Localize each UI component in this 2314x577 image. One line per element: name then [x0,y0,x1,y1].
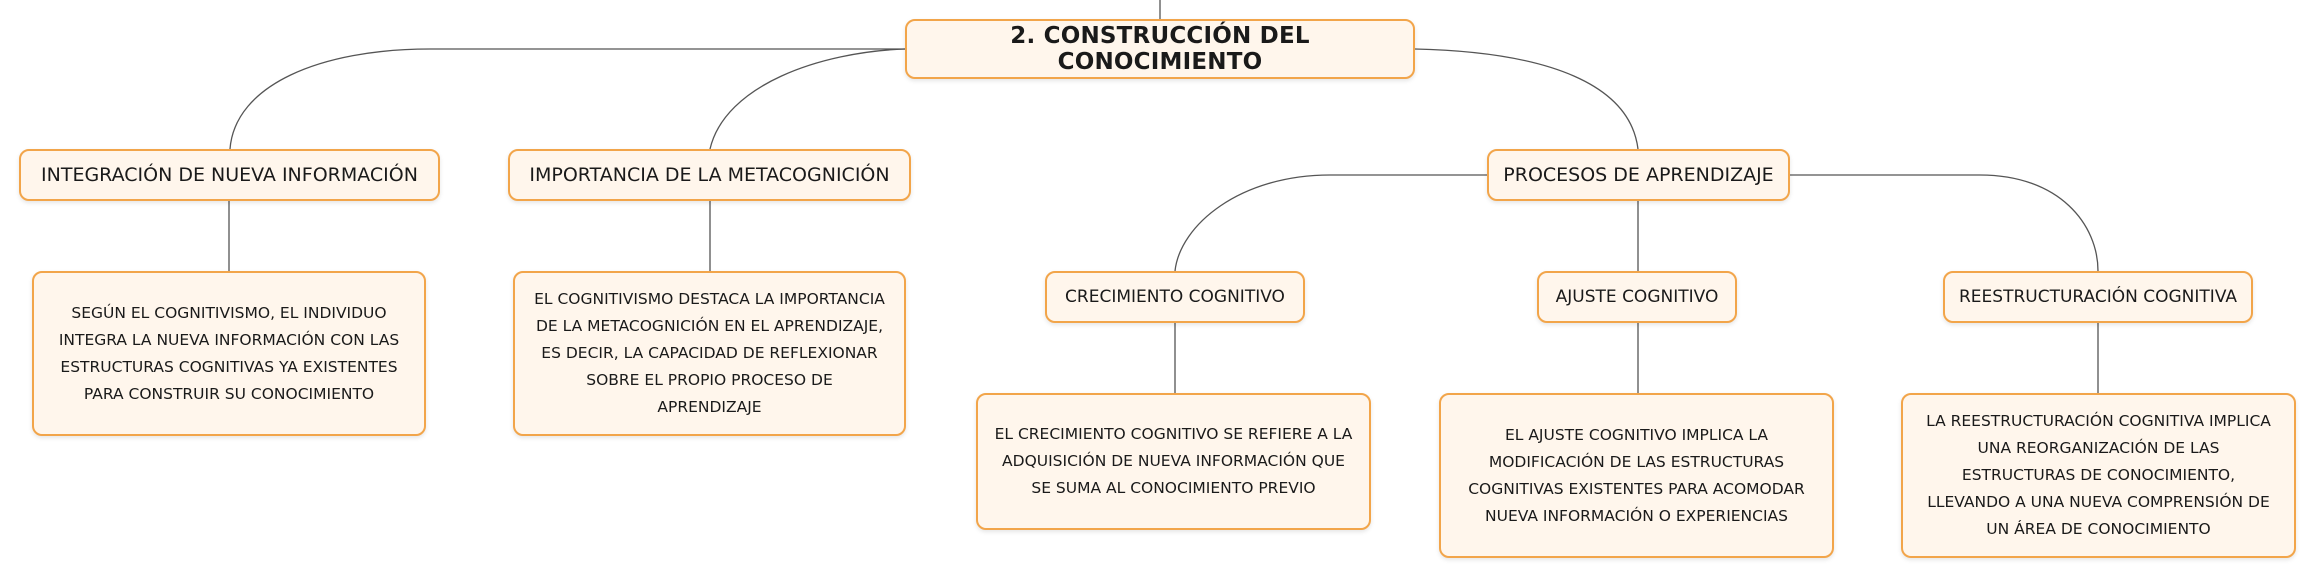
description-line: PARA CONSTRUIR SU CONOCIMIENTO [83,384,375,403]
topic-procesos[interactable]: PROCESOS DE APRENDIZAJE [1487,149,1790,201]
subtopic-reestructuracion-label: REESTRUCTURACIÓN COGNITIVA [1959,287,2237,307]
connector-root-metacognicion [709,48,906,150]
description-ajuste-text: EL AJUSTE COGNITIVO IMPLICA LA MODIFICAC… [1468,422,1805,530]
description-integracion-text: SEGÚN EL COGNITIVISMO, EL INDIVIDUO INTE… [59,300,399,408]
description-line: SE SUMA AL CONOCIMIENTO PREVIO [1031,479,1316,497]
topic-procesos-label: PROCESOS DE APRENDIZAJE [1503,164,1774,186]
subtopic-crecimiento-label: CRECIMIENTO COGNITIVO [1065,287,1285,307]
topic-integracion[interactable]: INTEGRACIÓN DE NUEVA INFORMACIÓN [19,149,440,201]
description-line: EL AJUSTE COGNITIVO IMPLICA LA [1504,425,1769,444]
connector-root-procesos [1414,48,1639,150]
connector-root-integracion [229,48,905,150]
description-line: APRENDIZAJE [657,398,762,416]
description-crecimiento-text: EL CRECIMIENTO COGNITIVO SE REFIERE A LA… [995,421,1353,502]
description-line: SOBRE EL PROPIO PROCESO DE [586,371,833,389]
description-metacognicion[interactable]: EL COGNITIVISMO DESTACA LA IMPORTANCIA D… [513,271,906,436]
description-line: SEGÚN EL COGNITIVISMO, EL INDIVIDUO [71,303,387,322]
topic-metacognicion[interactable]: IMPORTANCIA DE LA METACOGNICIÓN [508,149,911,201]
description-line: EL COGNITIVISMO DESTACA LA IMPORTANCIA [534,290,885,308]
description-line: LA REESTRUCTURACIÓN COGNITIVA IMPLICA [1926,412,2271,430]
description-line: ES DECIR, LA CAPACIDAD DE REFLEXIONAR [541,344,878,362]
description-metacognicion-text: EL COGNITIVISMO DESTACA LA IMPORTANCIA D… [534,286,885,421]
description-line: NUEVA INFORMACIÓN O EXPERIENCIAS [1485,506,1788,525]
description-crecimiento[interactable]: EL CRECIMIENTO COGNITIVO SE REFIERE A LA… [976,393,1371,530]
description-line: COGNITIVAS EXISTENTES PARA ACOMODAR [1468,479,1805,498]
description-line: UNA REORGANIZACIÓN DE LAS [1977,439,2220,457]
description-line: INTEGRA LA NUEVA INFORMACIÓN CON LAS [58,330,400,349]
root-node-label: 2. CONSTRUCCIÓN DEL CONOCIMIENTO [1010,23,1310,75]
subtopic-crecimiento[interactable]: CRECIMIENTO COGNITIVO [1045,271,1305,323]
topic-metacognicion-label: IMPORTANCIA DE LA METACOGNICIÓN [529,164,890,186]
description-line: MODIFICACIÓN DE LAS ESTRUCTURAS [1488,452,1785,471]
description-integracion[interactable]: SEGÚN EL COGNITIVISMO, EL INDIVIDUO INTE… [32,271,426,436]
subtopic-ajuste[interactable]: AJUSTE COGNITIVO [1537,271,1737,323]
description-ajuste[interactable]: EL AJUSTE COGNITIVO IMPLICA LA MODIFICAC… [1439,393,1834,558]
description-line: ADQUISICIÓN DE NUEVA INFORMACIÓN QUE [1002,452,1345,470]
root-node[interactable]: 2. CONSTRUCCIÓN DEL CONOCIMIENTO [905,19,1415,79]
description-line: DE LA METACOGNICIÓN EN EL APRENDIZAJE, [535,317,884,335]
subtopic-ajuste-label: AJUSTE COGNITIVO [1555,287,1719,307]
topic-integracion-label: INTEGRACIÓN DE NUEVA INFORMACIÓN [41,164,418,186]
description-line: LLEVANDO A UNA NUEVA COMPRENSIÓN DE [1927,493,2270,511]
description-reestructuracion[interactable]: LA REESTRUCTURACIÓN COGNITIVA IMPLICA UN… [1901,393,2296,558]
description-line: ESTRUCTURAS DE CONOCIMIENTO, [1961,466,2236,484]
connector-procesos-crecimiento [1174,174,1487,272]
description-reestructuracion-text: LA REESTRUCTURACIÓN COGNITIVA IMPLICA UN… [1926,408,2271,543]
subtopic-reestructuracion[interactable]: REESTRUCTURACIÓN COGNITIVA [1943,271,2253,323]
description-line: UN ÁREA DE CONOCIMIENTO [1986,520,2211,538]
connector-procesos-reestructuracion [1790,174,2099,272]
description-line: EL CRECIMIENTO COGNITIVO SE REFIERE A LA [994,425,1353,443]
description-line: ESTRUCTURAS COGNITIVAS YA EXISTENTES [60,357,398,376]
